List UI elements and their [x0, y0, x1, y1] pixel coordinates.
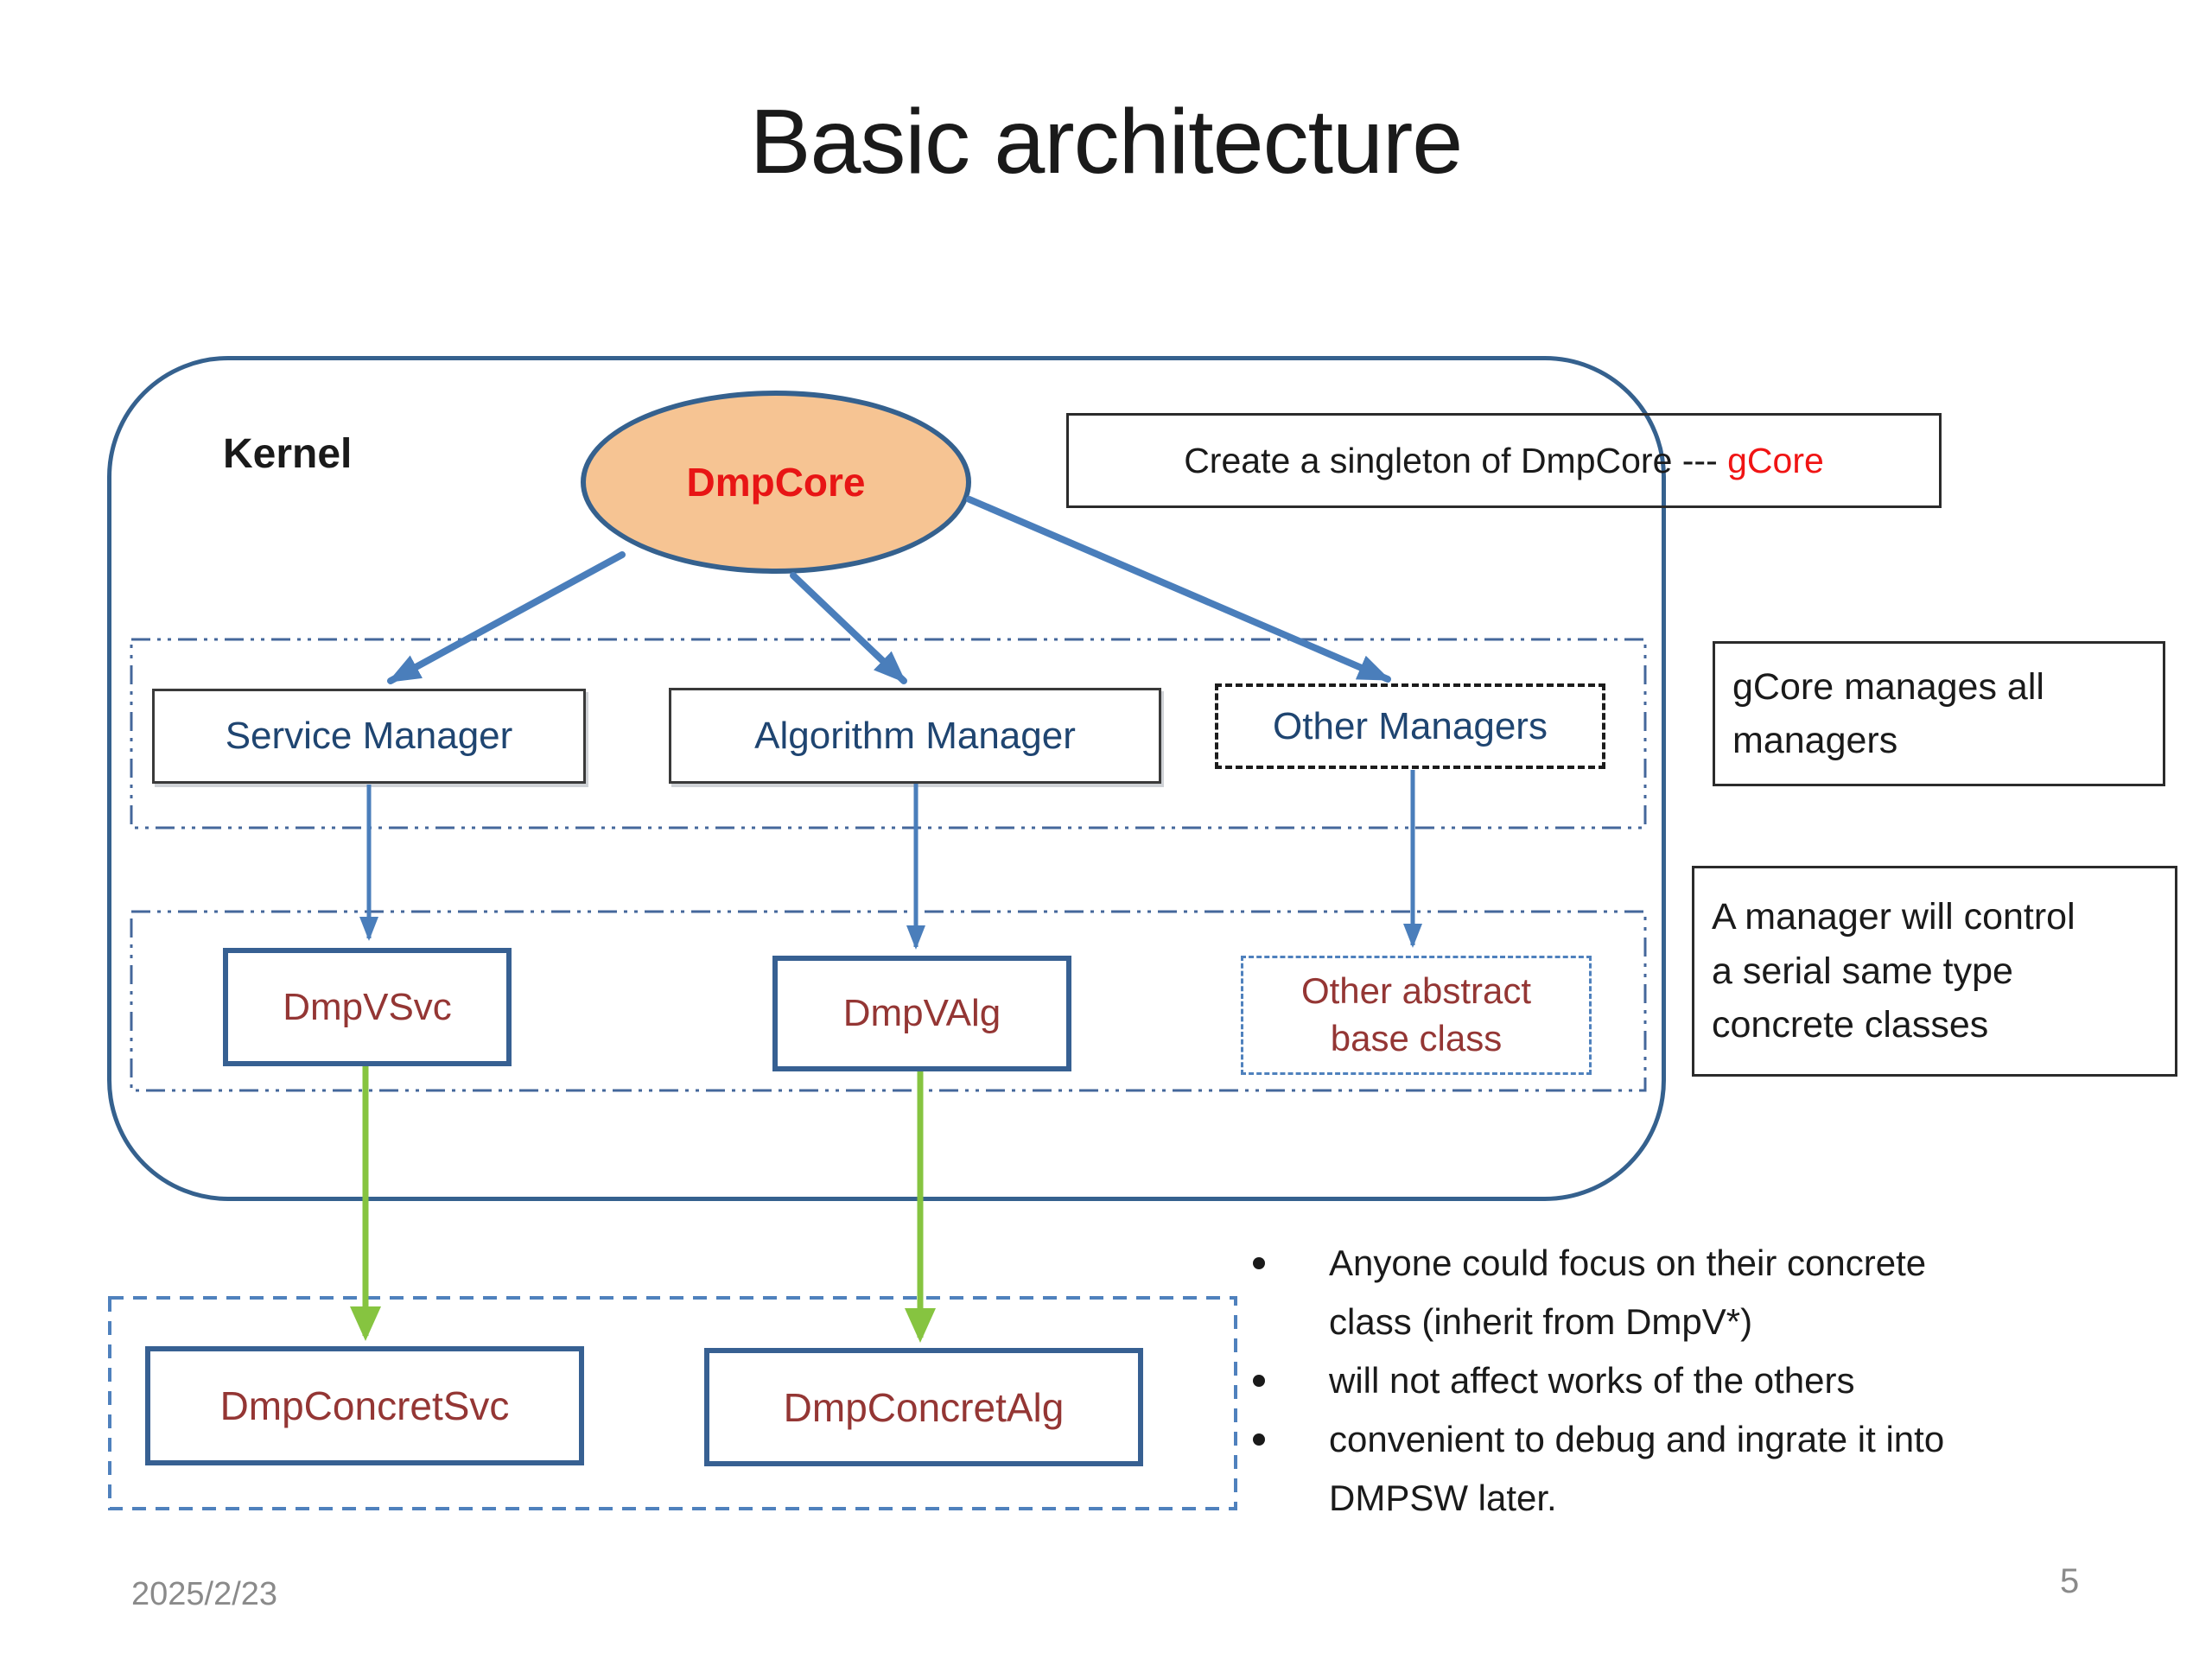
gcore-note-text: gCore manages all managers — [1732, 665, 2044, 761]
bullet-item: convenient to debug and ingrate it into … — [1246, 1410, 2181, 1528]
dmpconcretalg-label: DmpConcretAlg — [783, 1384, 1065, 1430]
dmpconcretsvc-label: DmpConcretSvc — [219, 1383, 510, 1428]
singleton-note-box: Create a singleton of DmpCore --- gCore — [1066, 413, 1942, 508]
kernel-label: Kernel — [223, 431, 353, 477]
other-abstract-label: Other abstract base class — [1300, 970, 1532, 1058]
kernel-container — [107, 356, 1666, 1201]
dmpcore-ellipse: DmpCore — [581, 391, 971, 574]
algorithm-manager-box: Algorithm Manager — [669, 688, 1161, 784]
page-title: Basic architecture — [749, 91, 1463, 193]
bullet-item: Anyone could focus on their concrete cla… — [1246, 1234, 2181, 1351]
bullet-text: convenient to debug and ingrate it into … — [1329, 1419, 1945, 1518]
bullet-dot-icon — [1246, 1351, 1329, 1387]
dmpconcretalg-box: DmpConcretAlg — [704, 1348, 1143, 1466]
bullet-dot-icon — [1246, 1234, 1329, 1269]
dmpconcretsvc-box: DmpConcretSvc — [145, 1346, 584, 1465]
bullet-text: Anyone could focus on their concrete cla… — [1329, 1243, 1927, 1342]
dmpvsvc-label: DmpVSvc — [283, 985, 452, 1028]
dmpvalg-label: DmpVAlg — [842, 992, 1001, 1034]
dmpvalg-box: DmpVAlg — [772, 956, 1071, 1071]
other-managers-label: Other Managers — [1273, 704, 1548, 747]
dmpvsvc-box: DmpVSvc — [223, 948, 512, 1066]
bullet-list: Anyone could focus on their concrete cla… — [1246, 1234, 2181, 1528]
singleton-note-text: Create a singleton of DmpCore --- — [1184, 440, 1728, 480]
gcore-note-box: gCore manages all managers — [1713, 641, 2165, 786]
manager-note-box: A manager will control a serial same typ… — [1692, 866, 2177, 1077]
dmpcore-label: DmpCore — [686, 460, 866, 505]
service-manager-label: Service Manager — [225, 715, 513, 757]
algorithm-manager-label: Algorithm Manager — [754, 714, 1076, 757]
singleton-note-highlight: gCore — [1727, 440, 1824, 480]
service-manager-box: Service Manager — [152, 689, 586, 784]
bullet-text: will not affect works of the others — [1329, 1360, 1855, 1401]
other-abstract-base-class-box: Other abstract base class — [1241, 956, 1592, 1075]
page-number: 5 — [2060, 1562, 2080, 1600]
bullet-item: will not affect works of the others — [1246, 1351, 2181, 1410]
bullet-dot-icon — [1246, 1410, 1329, 1446]
other-managers-box: Other Managers — [1215, 683, 1605, 769]
manager-note-text: A manager will control a serial same typ… — [1712, 896, 2075, 1046]
footer-date: 2025/2/23 — [131, 1576, 278, 1612]
